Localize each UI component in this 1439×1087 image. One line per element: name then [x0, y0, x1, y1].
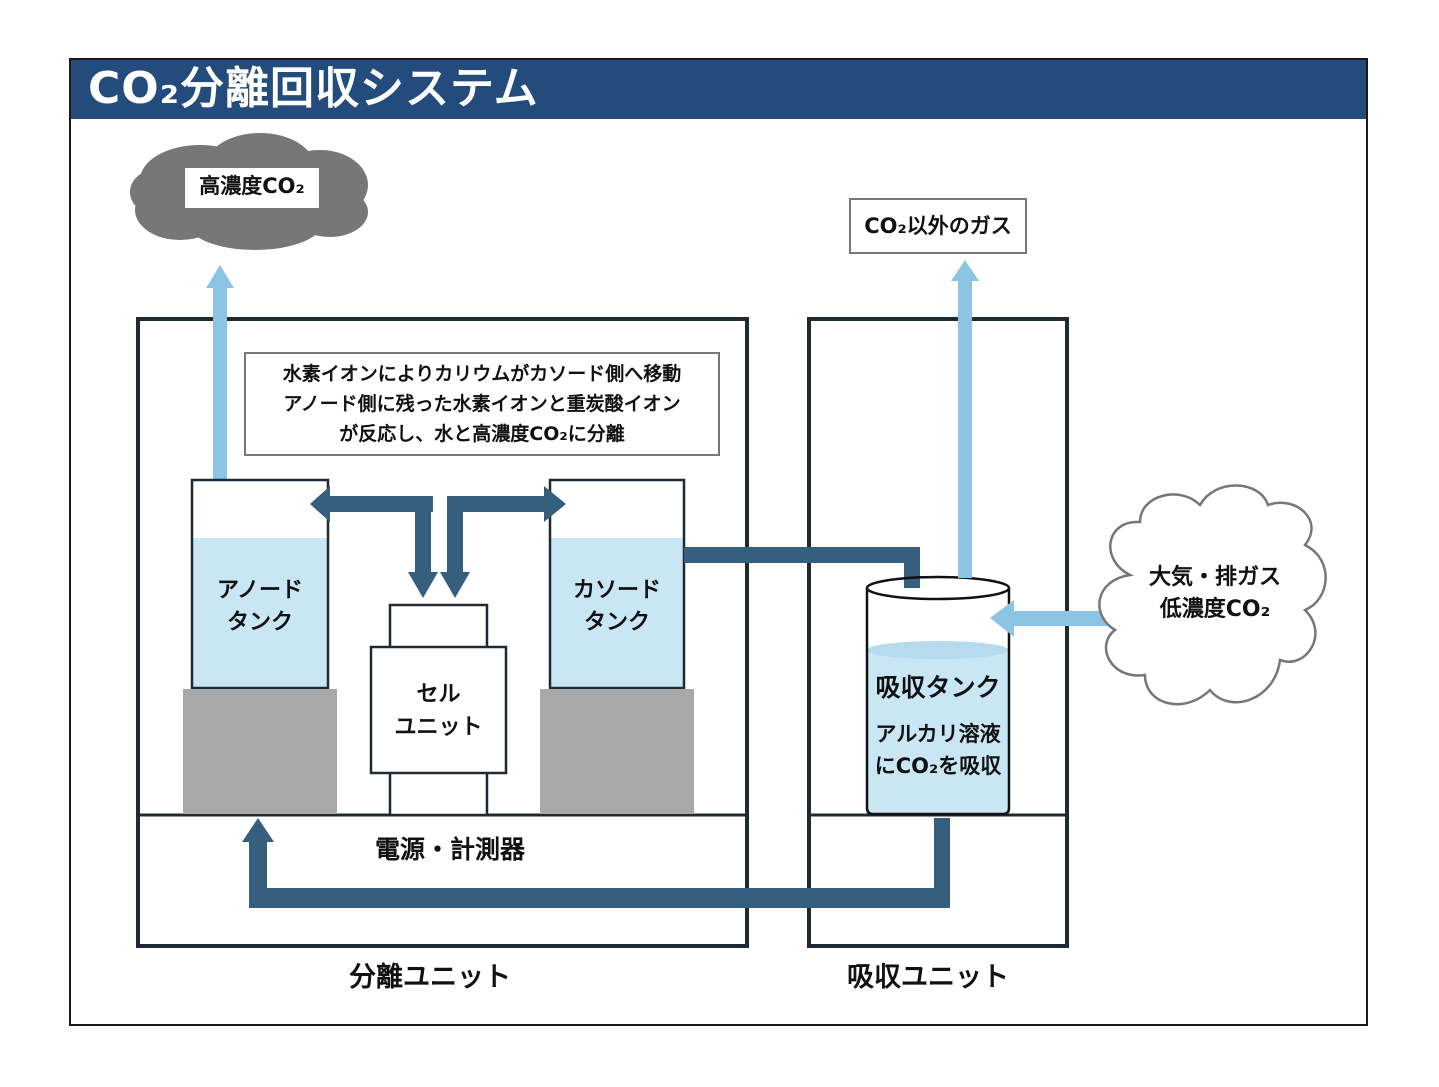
- cell-cathode-arrow: [440, 486, 566, 598]
- anode-cell-arrow: [310, 486, 438, 598]
- explanation-line-2: アノード側に残った水素イオンと重炭酸イオン: [283, 393, 681, 415]
- atmosphere-intake-arrow: [990, 600, 1108, 637]
- cell-label-line-2: ユニット: [394, 715, 483, 740]
- title-bar: [69, 58, 1368, 119]
- anode-label-line-1: アノード: [216, 578, 304, 603]
- separation-unit-label: 分離ユニット: [349, 962, 511, 993]
- atmosphere-cloud: [1098, 484, 1327, 706]
- cell-unit: [369, 603, 508, 817]
- high-co2-label: 高濃度CO₂: [185, 168, 319, 208]
- anode-tank: [183, 478, 337, 814]
- absorption-desc-line-2: にCO₂を吸収: [874, 754, 1002, 778]
- cell-unit-label: セル ユニット: [371, 678, 506, 744]
- anode-tank-label: アノード タンク: [192, 575, 328, 639]
- return-flow-arrow: [242, 818, 950, 908]
- other-gas-output-arrow: [951, 260, 979, 578]
- separation-unit-box: [136, 317, 749, 948]
- absorption-tank-desc: アルカリ溶液 にCO₂を吸収: [862, 718, 1014, 782]
- atmosphere-label: 大気・排ガス 低濃度CO₂: [1120, 562, 1310, 626]
- absorption-tank: [865, 575, 1011, 816]
- other-gas-label: CO₂以外のガス: [849, 198, 1027, 254]
- page-title: CO₂分離回収システム: [88, 63, 539, 114]
- atmosphere-label-line-1: 大気・排ガス: [1148, 565, 1281, 590]
- absorption-unit-label: 吸収ユニット: [847, 962, 1009, 993]
- cathode-label-line-1: カソード: [572, 578, 661, 603]
- atmosphere-label-line-2: 低濃度CO₂: [1159, 597, 1271, 622]
- explanation-box: 水素イオンによりカリウムがカソード側へ移動 アノード側に残った水素イオンと重炭酸…: [244, 352, 720, 456]
- absorption-desc-line-1: アルカリ溶液: [875, 722, 1001, 746]
- absorption-unit-box: [807, 317, 1069, 948]
- diagram-frame: [69, 58, 1368, 1026]
- cathode-tank-label: カソード タンク: [550, 575, 684, 639]
- anode-label-line-2: タンク: [226, 610, 293, 635]
- cathode-tank: [540, 478, 694, 814]
- cell-label-line-1: セル: [416, 682, 461, 707]
- absorption-tank-title: 吸収タンク: [875, 673, 1001, 702]
- cathode-label-line-2: タンク: [583, 610, 650, 635]
- high-co2-output-arrow: [206, 265, 234, 480]
- explanation-line-1: 水素イオンによりカリウムがカソード側へ移動: [282, 363, 682, 385]
- explanation-line-3: が反応し、水と高濃度CO₂に分離: [339, 423, 625, 445]
- power-meter-label: 電源・計測器: [374, 835, 525, 864]
